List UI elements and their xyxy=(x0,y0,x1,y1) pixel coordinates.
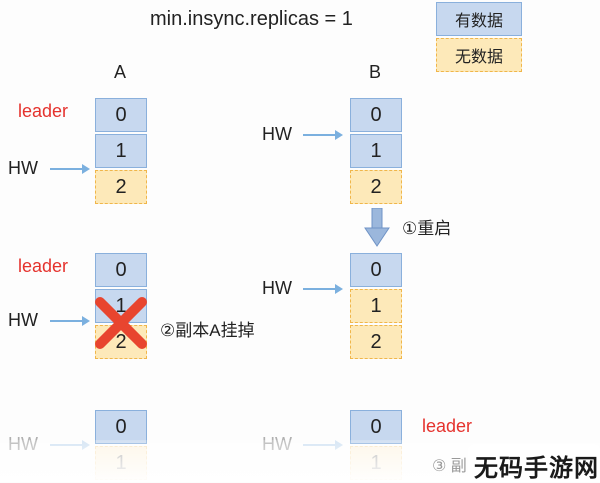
watermark-logo: 无码手游网 xyxy=(474,455,599,482)
leader-label-a1: leader xyxy=(18,101,69,121)
b1-cell-1: 1 xyxy=(350,134,402,168)
hw-label-b1: HW xyxy=(262,124,292,144)
crash-step-label: ②副本A挂掉 xyxy=(160,321,255,340)
hw-label-b2: HW xyxy=(262,278,292,298)
b1-cell-0: 0 xyxy=(350,98,402,132)
hw-label-a2: HW xyxy=(8,310,38,330)
a2-cell-0: 0 xyxy=(95,253,147,287)
replica-a-header: A xyxy=(114,62,127,82)
leader-label-a2: leader xyxy=(18,256,69,276)
watermark-box xyxy=(468,444,600,482)
b2-cell-0: 0 xyxy=(350,253,402,287)
hw-arrow-a1 xyxy=(50,164,90,174)
legend-no-data: 无数据 xyxy=(436,38,522,72)
leader-label-b3: leader xyxy=(422,416,473,436)
step3-label: ③ 副 xyxy=(432,458,467,475)
b1-cell-2: 2 xyxy=(350,170,402,204)
hw-arrow-a2 xyxy=(50,316,90,326)
a1-cell-1: 1 xyxy=(95,134,147,168)
a1-cell-0: 0 xyxy=(95,98,147,132)
legend-has-data: 有数据 xyxy=(436,2,522,36)
a1-cell-2: 2 xyxy=(95,170,147,204)
b3-cell-0: 0 xyxy=(350,410,402,444)
down-arrow-icon xyxy=(364,208,390,247)
replica-b-header: B xyxy=(369,62,382,82)
crash-x-icon xyxy=(95,297,147,349)
b2-cell-1: 1 xyxy=(350,289,402,323)
hw-arrow-b2 xyxy=(303,284,343,294)
restart-step-label: ①重启 xyxy=(402,219,452,238)
diagram-title: min.insync.replicas = 1 xyxy=(150,8,353,30)
hw-label-a1: HW xyxy=(8,158,38,178)
a3-cell-0: 0 xyxy=(95,410,147,444)
hw-arrow-b1 xyxy=(303,130,343,140)
b2-cell-2: 2 xyxy=(350,325,402,359)
